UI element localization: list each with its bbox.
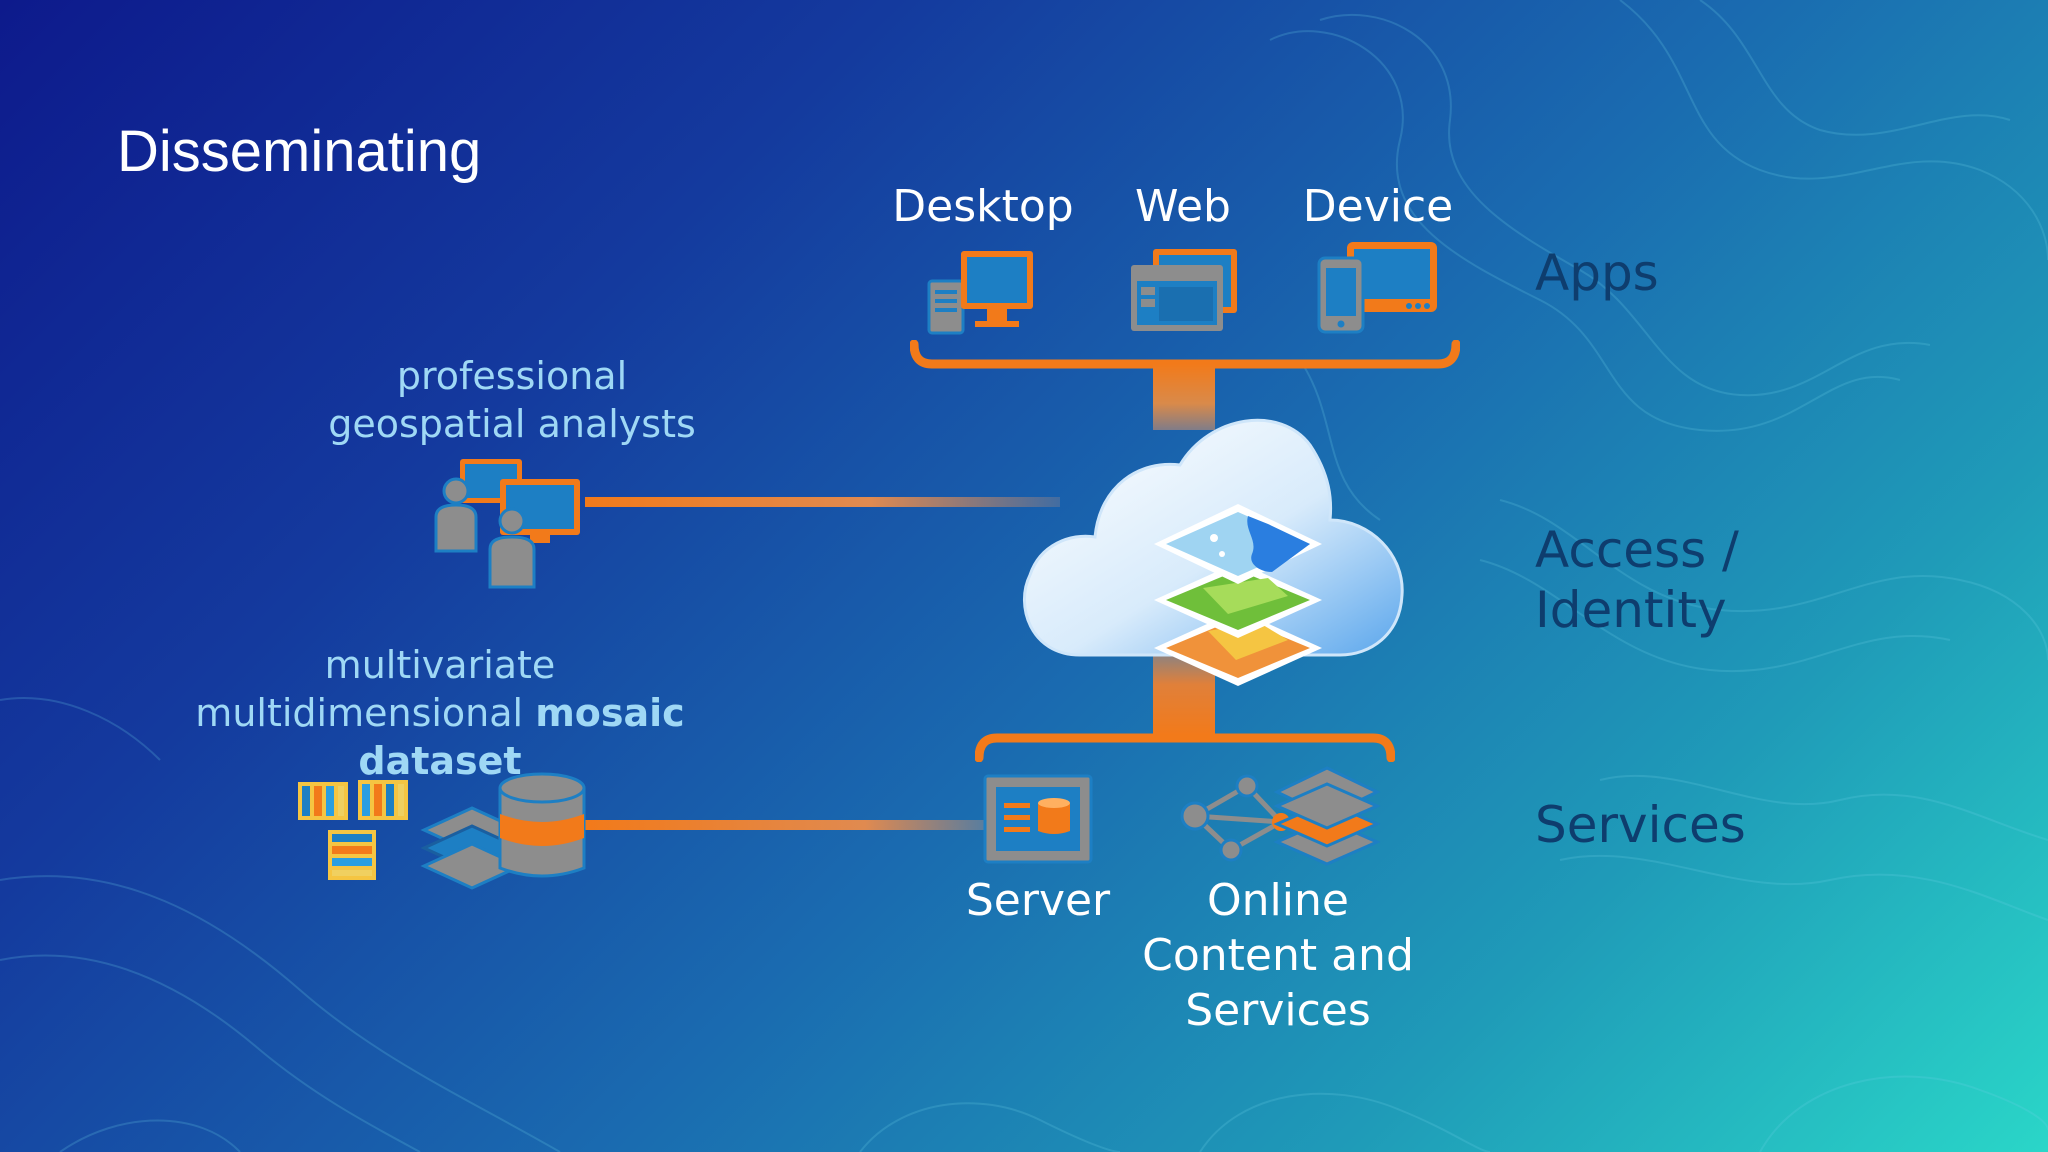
analysts-icon <box>434 459 580 589</box>
services-bracket <box>975 733 1395 762</box>
map-layers-icon <box>1154 504 1322 686</box>
desktop-icon <box>927 251 1033 335</box>
cube-grid <box>298 780 408 880</box>
app-label-device: Device <box>1302 181 1454 232</box>
row-label-services: Services <box>1535 796 1746 854</box>
app-label-desktop: Desktop <box>892 181 1074 232</box>
dataset-label-line2-normal: multidimensional <box>195 691 536 735</box>
dataset-label-line2: multidimensional mosaic <box>195 689 684 737</box>
analysts-connector <box>585 497 1060 507</box>
dataset-label-line2-bold: mosaic <box>535 691 685 735</box>
app-label-web: Web <box>1135 181 1231 232</box>
device-icon <box>1317 242 1437 334</box>
online-label-line1: Online <box>1207 875 1349 926</box>
slide-title: Disseminating <box>117 119 482 184</box>
dataset-label-line3: dataset <box>358 739 522 783</box>
analysts-label-line1: professional <box>396 354 628 398</box>
online-label-line2: Content and <box>1142 930 1414 981</box>
online-content-icon <box>1180 766 1381 866</box>
row-label-access-line2: Identity <box>1535 581 1727 639</box>
online-label-line3: Services <box>1185 985 1371 1036</box>
mosaic-dataset-icon <box>298 772 586 890</box>
server-icon <box>983 774 1093 864</box>
server-label: Server <box>965 875 1111 926</box>
row-label-access-line1: Access / <box>1535 521 1739 579</box>
apps-connector <box>1153 364 1215 430</box>
dataset-connector <box>585 820 985 830</box>
row-label-apps: Apps <box>1535 244 1659 302</box>
analysts-label-line2: geospatial analysts <box>328 402 696 446</box>
dataset-label-line1: multivariate <box>324 643 556 687</box>
web-icon <box>1131 249 1237 331</box>
